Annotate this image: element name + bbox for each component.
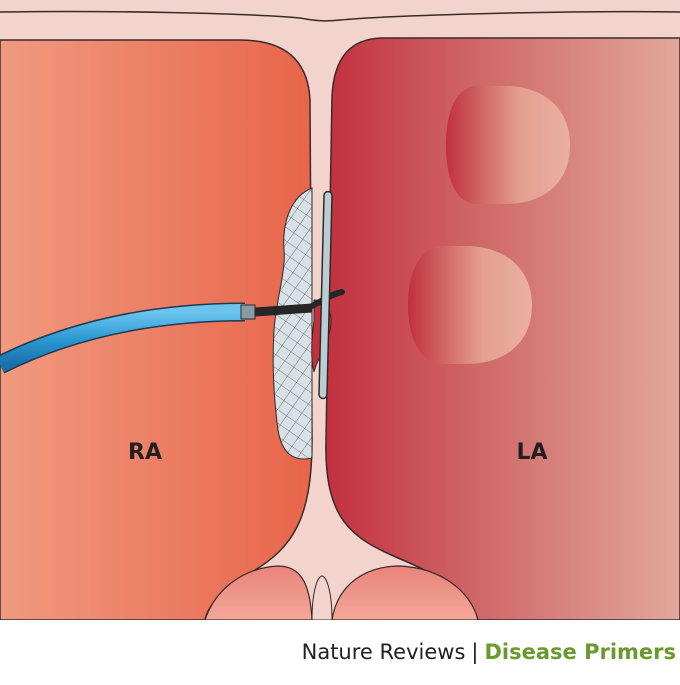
series-name: Disease Primers [484,640,676,664]
delivery-catheter [0,304,246,373]
left-atrium-label: LA [516,440,547,465]
journal-credit: Nature Reviews|Disease Primers [0,640,676,664]
occluder-mesh-pattern [273,188,312,459]
delivery-cable [254,303,313,317]
lower-right-tissue [331,565,479,620]
credit-separator: | [471,640,479,664]
catheter-tip [240,304,256,320]
upper-vein-bulge [446,86,570,204]
journal-name: Nature Reviews [301,640,466,664]
lower-vein-bulge [408,246,532,364]
lower-center-tissue [311,575,333,620]
septal-occluder-illustration: RA LA [0,0,680,620]
right-atrium-chamber [0,39,313,620]
lower-left-tissue [204,565,313,620]
occluder-left-disc [318,190,333,400]
top-tissue-outline [0,10,680,22]
right-atrium-label: RA [128,440,162,465]
